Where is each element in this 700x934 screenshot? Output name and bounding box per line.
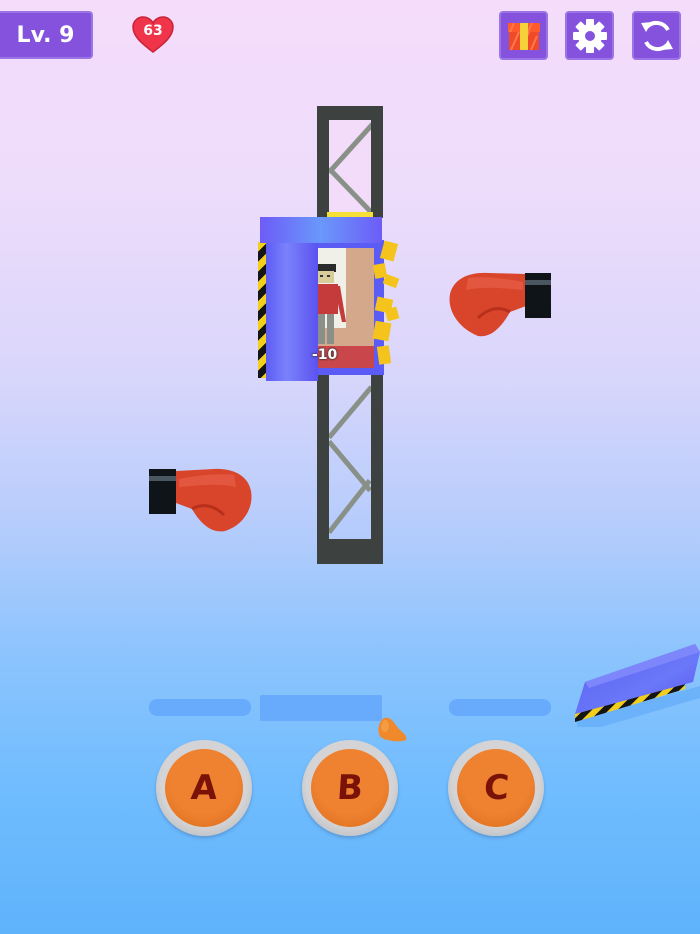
gift-button[interactable]	[499, 11, 548, 60]
gift-icon	[507, 22, 540, 50]
choice-label-c: C	[482, 768, 510, 808]
choice-label-b: B	[335, 768, 365, 808]
character	[318, 264, 346, 344]
lives-count: 63	[143, 23, 163, 39]
level-label: Lv. 9	[16, 22, 75, 48]
score-popup: -10	[312, 347, 338, 363]
hazard-stripe-left	[258, 242, 267, 378]
choice-button-c[interactable]: C	[448, 740, 544, 836]
refresh-icon	[640, 20, 673, 51]
orange-blob	[378, 717, 407, 742]
right-glove-shadow	[449, 699, 551, 716]
sparks-effect	[372, 240, 400, 365]
level-badge: Lv. 9	[0, 11, 93, 59]
settings-button[interactable]	[565, 11, 614, 60]
tower-lower	[317, 375, 383, 564]
elevator-interior	[318, 248, 374, 368]
restart-button[interactable]	[632, 11, 681, 60]
hazard-platform	[575, 644, 700, 727]
right-boxing-glove[interactable]	[448, 268, 553, 338]
gear-icon	[572, 18, 607, 53]
left-glove-shadow	[149, 699, 251, 716]
choice-button-a[interactable]: A	[156, 740, 252, 836]
lives-indicator: 63	[131, 15, 175, 55]
choice-button-b[interactable]: B	[302, 740, 398, 836]
elevator-door	[266, 240, 318, 381]
elevator-shadow	[260, 695, 382, 721]
left-boxing-glove[interactable]	[149, 463, 254, 533]
tower-upper	[317, 106, 383, 218]
elevator-roof	[260, 217, 382, 243]
heart-icon	[132, 16, 174, 53]
elevator-top-light	[327, 212, 373, 217]
choice-label-a: A	[189, 768, 219, 808]
